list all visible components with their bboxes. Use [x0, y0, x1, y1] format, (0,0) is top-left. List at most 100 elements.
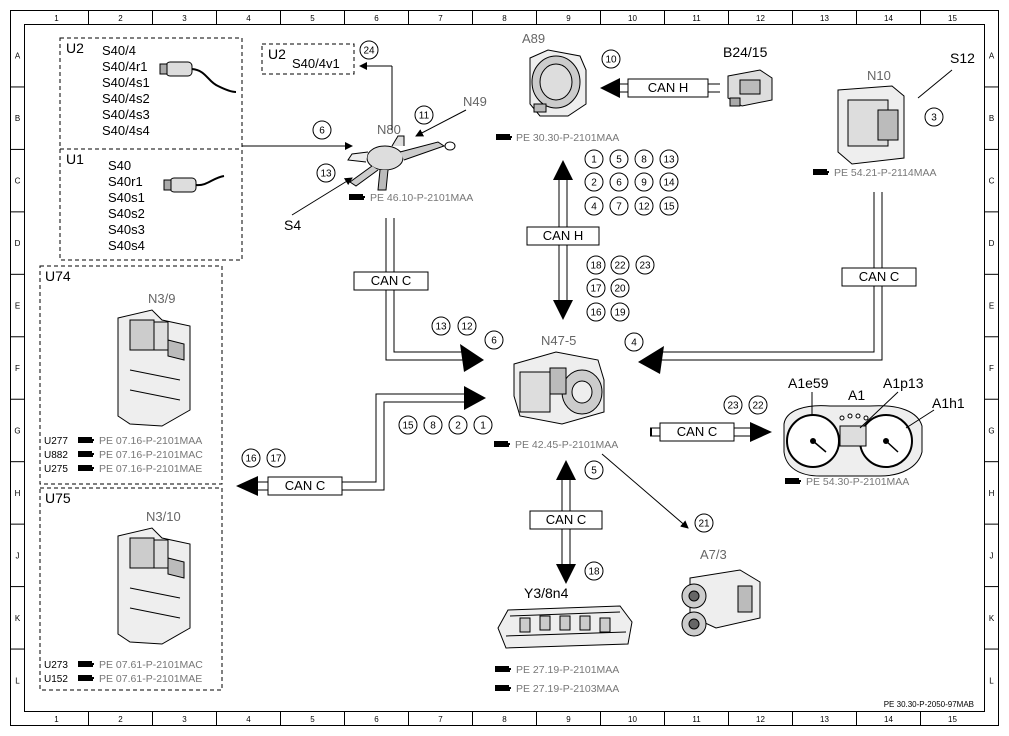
- marker-number: 18: [590, 261, 602, 272]
- u75-variant-list: U273 PE 07.61-P-2101MAC U152 PE 07.61-P-…: [44, 659, 203, 685]
- variant-ref: PE 07.61-P-2101MAC: [99, 659, 203, 671]
- can-c-bottom-label: CAN C: [546, 512, 586, 527]
- grid-label: J: [990, 551, 994, 560]
- grid-label: E: [989, 302, 994, 311]
- marker-number: 16: [590, 308, 602, 319]
- marker-circle: [316, 163, 336, 183]
- s12-leader: [917, 69, 953, 99]
- u2-item: S40/4s4: [102, 123, 150, 138]
- n3-10-module-illustration: [117, 527, 191, 645]
- grid-label: 12: [756, 14, 765, 23]
- u2-item: S40/4s3: [102, 107, 150, 122]
- marker-number: 23: [639, 261, 651, 272]
- marker-number: 8: [430, 421, 436, 432]
- marker-circle: [584, 149, 604, 169]
- marker-circle: [609, 172, 629, 192]
- grid-label: 1: [54, 715, 59, 724]
- u1-connector-illustration: [163, 175, 225, 193]
- can-h-top-label: CAN H: [648, 80, 688, 95]
- n47-5-ref: PE 42.45-P-2101MAA: [515, 439, 618, 451]
- can-h-top-arrowhead: [600, 78, 620, 98]
- marker-number: 5: [591, 466, 597, 477]
- u2-item-list: S40/4 S40/4r1 S40/4s1 S40/4s2 S40/4s3 S4…: [102, 43, 150, 138]
- marker-number: 23: [727, 401, 739, 412]
- marker-number: 6: [616, 178, 622, 189]
- n80-label: N80: [377, 122, 401, 137]
- can-c-right-arrowhead: [638, 346, 664, 374]
- n10-ref: PE 54.21-P-2114MAA: [834, 167, 937, 179]
- u1-tag: U1: [66, 151, 84, 167]
- y3-ref-2: PE 27.19-P-2103MAA: [516, 683, 619, 695]
- grid-label: 12: [756, 715, 765, 724]
- u74-group-box: [39, 265, 223, 485]
- grid-label: G: [14, 426, 20, 435]
- s4-pointer: [291, 177, 353, 216]
- u74-tag: U74: [45, 268, 71, 284]
- variant-ref: PE 07.16-P-2101MAC: [99, 449, 203, 461]
- marker-number: 5: [616, 155, 622, 166]
- grid-label: 5: [310, 715, 315, 724]
- u1-item: S40r1: [108, 174, 143, 189]
- can-c-bottom-label-box: [529, 510, 603, 530]
- grid-label: 13: [820, 715, 829, 724]
- marker-number: 4: [591, 202, 597, 213]
- grid-label: G: [988, 426, 994, 435]
- marker-number: 11: [419, 111, 430, 122]
- grid-label: 3: [182, 715, 187, 724]
- grid-label: E: [15, 302, 20, 311]
- variant-code: U152: [44, 674, 68, 685]
- marker-number: 14: [663, 178, 675, 189]
- grid-label: C: [15, 177, 21, 186]
- marker-number: 9: [641, 178, 647, 189]
- marker-number: 13: [663, 155, 675, 166]
- grid-label: C: [989, 177, 995, 186]
- grid-label: 4: [246, 715, 251, 724]
- marker-number: 22: [752, 401, 764, 412]
- marker-number: 15: [402, 421, 414, 432]
- a7-3-unit-illustration: [681, 569, 761, 637]
- can-c-u74-arrowhead-in: [464, 386, 486, 410]
- grid-label: 14: [884, 715, 893, 724]
- u74-variant-list: U277 PE 07.16-P-2101MAA U882 PE 07.16-P-…: [44, 435, 203, 475]
- a1-ref: PE 54.30-P-2101MAA: [806, 476, 909, 488]
- grid-label: B: [989, 114, 994, 123]
- marker-number: 12: [638, 202, 650, 213]
- a1h1-leader: [905, 409, 935, 429]
- grid-label: K: [15, 614, 21, 623]
- can-h-mid-arrowhead-up: [553, 160, 573, 180]
- marker-circle: [610, 255, 630, 275]
- inner-frame: [24, 24, 985, 712]
- grid-label: 11: [692, 715, 701, 724]
- grid-label: J: [16, 551, 20, 560]
- marker-number: 16: [245, 454, 257, 465]
- marker-circle: [659, 196, 679, 216]
- can-c-bottom-arrowhead-down: [556, 564, 576, 584]
- marker-circle: [586, 278, 606, 298]
- grid-label: 13: [820, 14, 829, 23]
- a1-instrument-cluster-illustration: [783, 405, 923, 477]
- n3-9-module-illustration: [117, 309, 191, 427]
- variant-ref: PE 07.16-P-2101MAE: [99, 463, 202, 475]
- marker-number: 13: [320, 169, 332, 180]
- marker-circle: [586, 255, 606, 275]
- b24-15-label: B24/15: [723, 44, 768, 60]
- marker-number: 10: [605, 55, 617, 66]
- u2-item: S40/4s1: [102, 75, 150, 90]
- u2-small-tag: U2: [268, 46, 286, 62]
- marker-circle: [448, 415, 468, 435]
- can-h-mid-label-box: [526, 226, 600, 246]
- u75-group-box: [39, 487, 223, 691]
- a7-3-label: A7/3: [700, 547, 727, 562]
- u2-item: S40/4r1: [102, 59, 148, 74]
- a89-label: A89: [522, 31, 545, 46]
- n47-to-a7-arrow: [601, 453, 689, 529]
- marker-circle: [423, 415, 443, 435]
- marker-number: 13: [435, 322, 447, 333]
- n47-5-label: N47-5: [541, 333, 576, 348]
- a1e59-label: A1e59: [788, 375, 829, 391]
- u1-item-list: S40 S40r1 S40s1 S40s2 S40s3 S40s4: [108, 158, 145, 253]
- grid-label: 9: [566, 715, 571, 724]
- grid-label: 9: [566, 14, 571, 23]
